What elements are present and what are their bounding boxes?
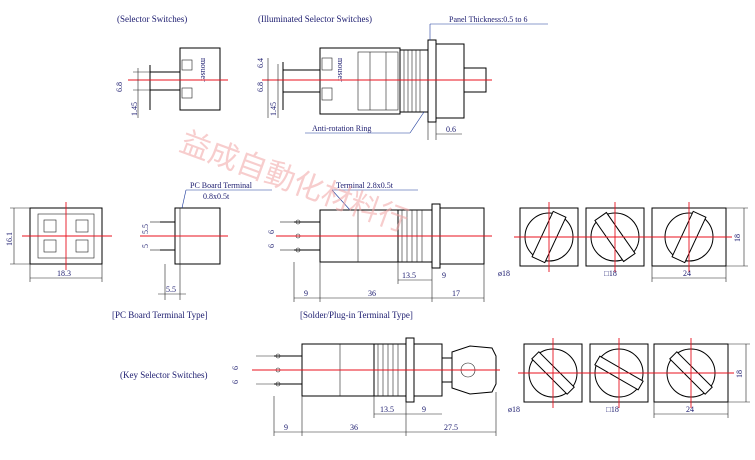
callout-panel-thickness: Panel Thickness:0.5 to 6	[449, 15, 528, 24]
solder-terminal-side-view: 6 6 Terminal 2.8x0.5t 9 36 13.5 9 17	[267, 181, 492, 302]
dim-5: 5	[141, 244, 150, 248]
illuminated-switch-side-view: mouser 6.8 6.4 1.45 Panel Thickness:0.5 …	[256, 15, 548, 140]
dim-36-a: 36	[368, 289, 376, 298]
callout-anti-rotation-ring: Anti-rotation Ring	[312, 124, 371, 133]
dim-6-c: 6	[231, 366, 240, 370]
dim-6-4: 6.4	[256, 58, 265, 68]
dim-1-45-a: 1.45	[130, 102, 139, 116]
pcb-front-view: 16.1 18.3	[5, 202, 112, 282]
dim-18-a: 18	[733, 234, 742, 242]
callout-terminal: Terminal 2.8x0.5t	[336, 181, 394, 190]
dim-24-a: 24	[683, 269, 691, 278]
dim-1-45-b: 1.45	[269, 102, 278, 116]
brand-label-2: mouser	[336, 58, 345, 82]
dim-13-5-b: 13.5	[380, 405, 394, 414]
brand-label-1: mouser	[199, 58, 208, 82]
dim-6-a: 6	[267, 230, 276, 234]
dim-36-b: 36	[350, 423, 358, 432]
dim-6-d: 6	[231, 380, 240, 384]
front-views-key: ø18 □18 24 18	[508, 338, 750, 418]
dim-16-1: 16.1	[5, 232, 14, 246]
dim-18-3: 18.3	[57, 269, 71, 278]
dim-9-a: 9	[304, 289, 308, 298]
front-views-knob: ø18 □18 24 18	[498, 202, 748, 282]
dim-24-b: 24	[686, 405, 694, 414]
dim-phi-18-a: ø18	[498, 269, 510, 278]
title-solder-type: [Solder/Plug-in Terminal Type]	[300, 310, 413, 320]
dim-square-18-a: □18	[604, 269, 617, 278]
dim-0-6: 0.6	[446, 125, 456, 134]
dim-6-b: 6	[267, 244, 276, 248]
dim-6-8-b: 6.8	[256, 82, 265, 92]
dim-5-5-a: 5.5	[141, 224, 150, 234]
selector-switch-side-view: mouser 6.8 1.45	[115, 47, 228, 118]
dim-square-18-b: □18	[606, 405, 619, 414]
dim-9-b: 9	[442, 271, 446, 280]
callout-pc-board-terminal-2: 0.8x0.5t	[203, 192, 230, 201]
title-pcb-type: [PC Board Terminal Type]	[112, 310, 208, 320]
dim-18-b: 18	[735, 370, 744, 378]
dim-9-c: 9	[284, 423, 288, 432]
dim-phi-18-b: ø18	[508, 405, 520, 414]
key-selector-side-view: 6 6 9 36 13.5 9 27.5	[231, 337, 500, 436]
dim-9-d: 9	[422, 405, 426, 414]
dim-27-5: 27.5	[444, 423, 458, 432]
dim-17: 17	[452, 289, 460, 298]
dim-5-5-b: 5.5	[166, 285, 176, 294]
pcb-terminal-side-view: 5.5 5 5.5 PC Board Terminal 0.8x0.5t	[140, 181, 272, 300]
title-illuminated: (Illuminated Selector Switches)	[258, 14, 372, 24]
title-key: (Key Selector Switches)	[120, 370, 207, 380]
callout-pc-board-terminal-1: PC Board Terminal	[190, 181, 253, 190]
title-selector: (Selector Switches)	[117, 14, 187, 24]
dim-13-5-a: 13.5	[402, 271, 416, 280]
dim-6-8-a: 6.8	[115, 82, 124, 92]
